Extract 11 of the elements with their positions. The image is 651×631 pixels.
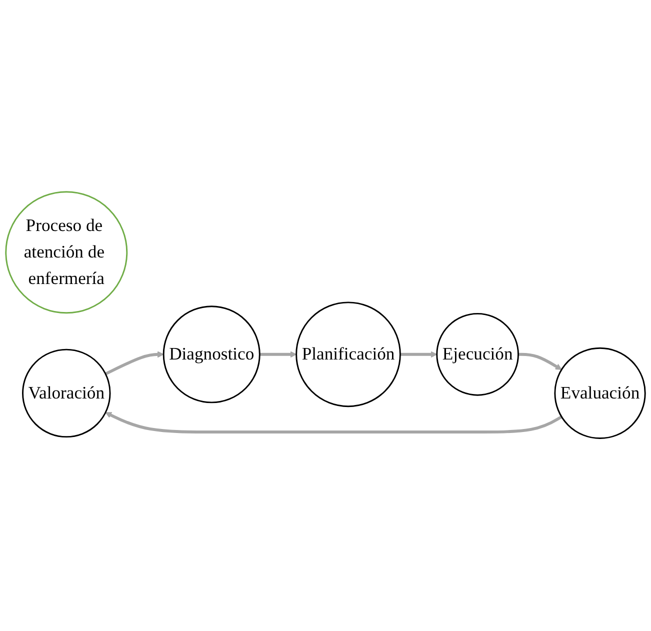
- node-circle: Planificación: [296, 302, 401, 408]
- arrow: [518, 353, 562, 370]
- node-circle: Ejecución: [436, 313, 519, 396]
- node-circle: Valoración: [22, 349, 111, 438]
- arrow: [400, 352, 438, 358]
- node-circle: Evaluación: [554, 348, 646, 440]
- arrow: [105, 412, 562, 434]
- arrow: [104, 352, 164, 376]
- arrow: [260, 352, 297, 358]
- node-circle: Diagnostico: [162, 306, 260, 404]
- node-circle: Proceso de atención de enfermería: [5, 192, 128, 314]
